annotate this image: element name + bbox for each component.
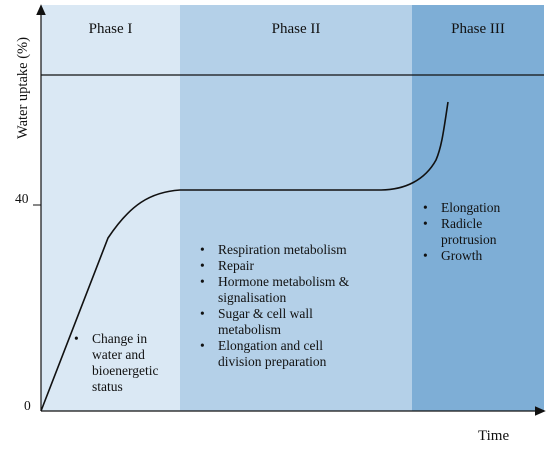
- phase-1-list: Change in water and bioenergetic status: [70, 331, 170, 395]
- y-tick-label-40: 40: [15, 191, 29, 206]
- y-axis-label: Water uptake (%): [15, 37, 31, 139]
- phase-2-title: Phase II: [271, 21, 321, 37]
- list-item: Radicle protrusion: [419, 216, 521, 248]
- x-axis-label: Time: [478, 428, 510, 444]
- list-item: Sugar & cell wall metabolism: [196, 306, 368, 338]
- list-item: Respiration metabolism: [196, 242, 401, 258]
- water-uptake-curve: [40, 101, 449, 412]
- list-item: Change in water and bioenergetic status: [70, 331, 170, 395]
- phase-1-title: Phase I: [88, 21, 133, 37]
- y-tick-label-0: 0: [24, 398, 31, 413]
- phase-3-list: Elongation Radicle protrusion Growth: [419, 200, 534, 264]
- list-item: Hormone metabolism & signalisation: [196, 274, 368, 306]
- list-item: Elongation: [419, 200, 534, 216]
- list-item: Repair: [196, 258, 401, 274]
- phase-3-title: Phase III: [451, 21, 505, 37]
- list-item: Elongation and cell division preparation: [196, 338, 368, 370]
- phase-2-list: Respiration metabolism Repair Hormone me…: [196, 242, 401, 370]
- list-item: Growth: [419, 248, 534, 264]
